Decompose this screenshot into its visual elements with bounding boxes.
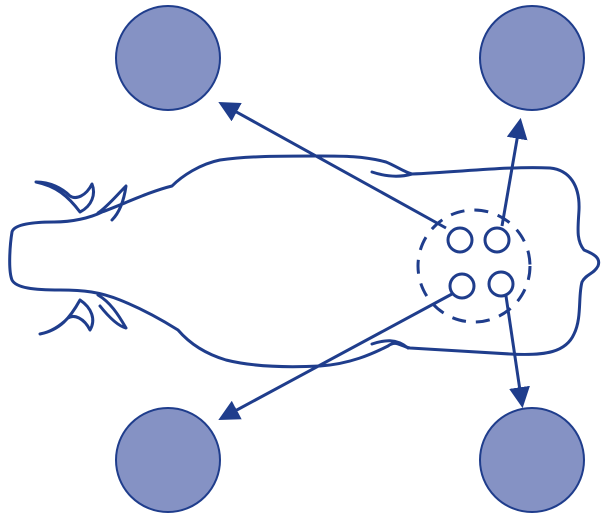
target-circle-top-right <box>479 5 585 111</box>
arrow-to-top-right <box>500 117 528 227</box>
cow-horn-bottom <box>38 298 95 336</box>
target-circle-bottom-right <box>479 407 585 513</box>
arrow-to-top-left <box>218 101 447 230</box>
cow-ear-top <box>96 184 128 222</box>
cow-back-fold-top <box>370 170 414 178</box>
teat-rear-left <box>448 272 476 300</box>
cow-ear-bottom <box>96 293 128 330</box>
teat-front-right <box>483 226 511 254</box>
udder-boundary <box>416 208 532 324</box>
cow-body-outline <box>8 154 601 369</box>
arrow-to-bottom-right <box>504 295 530 409</box>
cow-horn-top <box>34 180 95 214</box>
arrow-to-bottom-left <box>218 292 453 420</box>
target-circle-bottom-left <box>115 407 221 513</box>
cow-back-fold-bottom <box>370 339 410 350</box>
target-circle-top-left <box>115 5 221 111</box>
teat-front-left <box>446 226 474 254</box>
teat-rear-right <box>487 270 515 298</box>
